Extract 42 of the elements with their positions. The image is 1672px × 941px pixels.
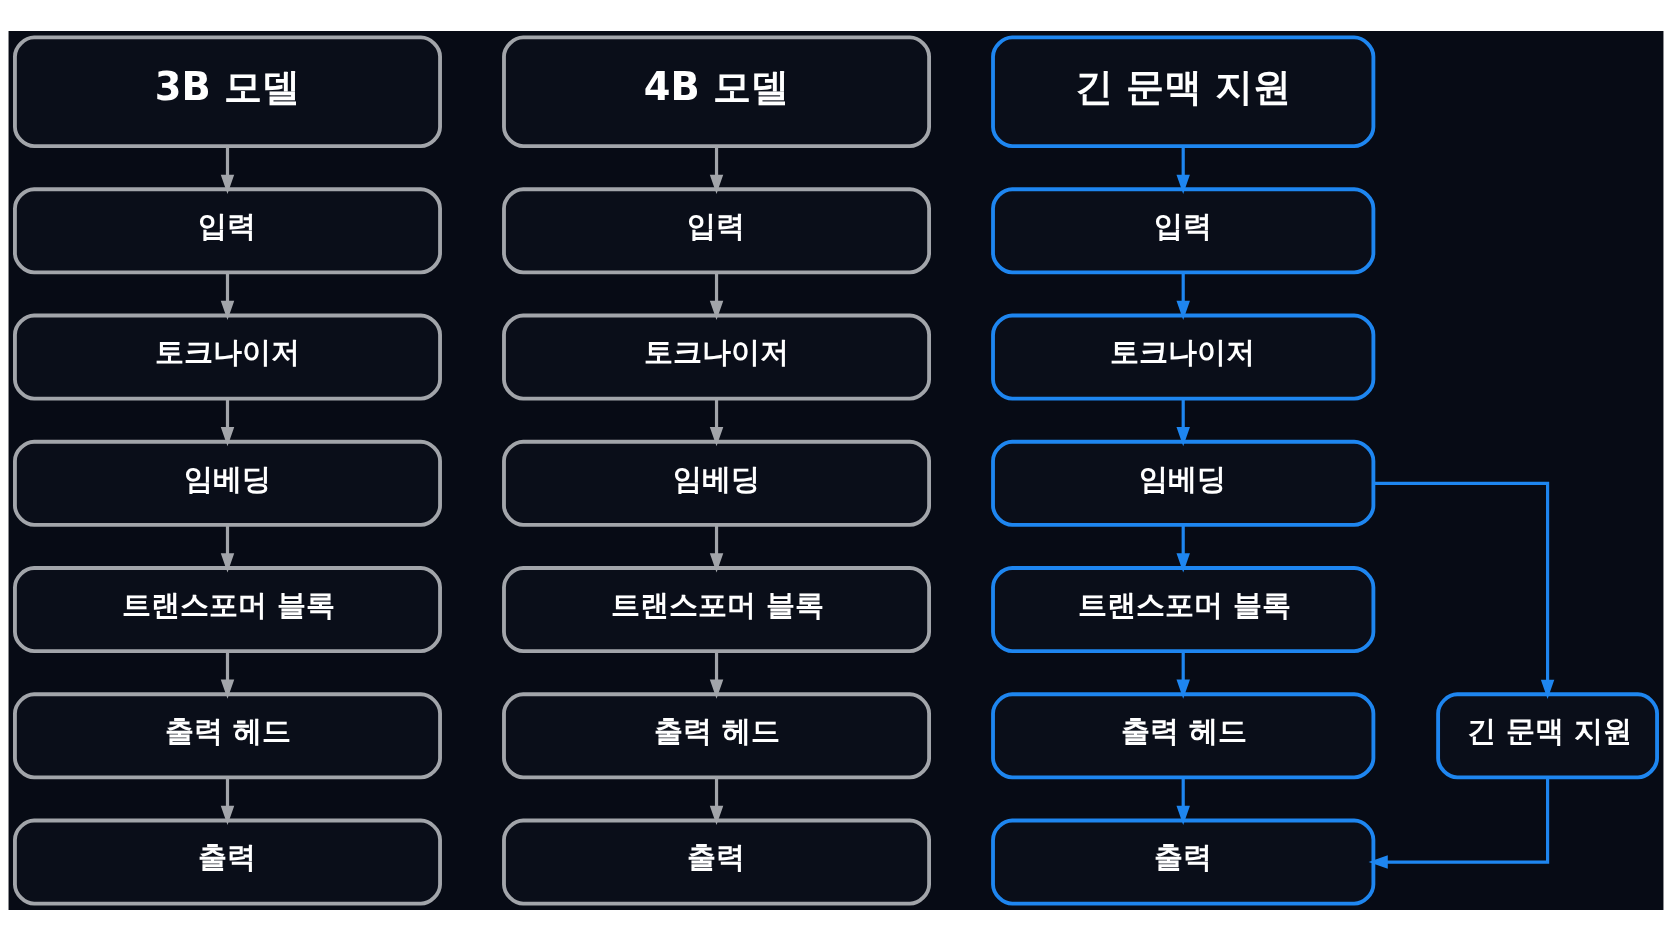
- node-box: 임베딩: [502, 439, 931, 527]
- node-box: 긴 문맥 지원: [1436, 692, 1659, 780]
- arrow: [709, 525, 724, 573]
- node-box: 임베딩: [991, 439, 1376, 527]
- node-box: 트랜스포머 블록: [13, 566, 442, 653]
- node-box: 토크나이저: [991, 313, 1376, 401]
- arrow: [1176, 272, 1190, 320]
- arrow: [1176, 525, 1190, 573]
- node-box: 출력: [13, 818, 442, 906]
- node-box: 출력: [991, 818, 1376, 906]
- arrow: [1176, 777, 1190, 826]
- arrow: [220, 525, 235, 573]
- node-box: 트랜스포머 블록: [502, 566, 931, 653]
- arrow: [1368, 777, 1550, 869]
- arrow: [709, 399, 724, 447]
- node-box: 출력 헤드: [502, 692, 931, 780]
- arrow: [220, 399, 235, 447]
- arrow: [220, 777, 235, 826]
- node-box: 토크나이저: [502, 313, 931, 401]
- node-box: 출력: [502, 818, 931, 906]
- node-box: 토크나이저: [13, 313, 442, 401]
- arrow: [1176, 651, 1190, 699]
- arrow: [709, 272, 724, 320]
- node-box: 임베딩: [13, 439, 442, 527]
- node-box: 입력: [13, 187, 442, 275]
- arrow: [1176, 399, 1190, 447]
- node-box: 입력: [991, 187, 1376, 275]
- arrow: [709, 146, 724, 194]
- arrow: [709, 777, 724, 826]
- node-box: 입력: [502, 187, 931, 275]
- node-box: 긴 문맥 지원: [991, 35, 1376, 148]
- arrow: [1373, 481, 1555, 699]
- node-box: 4B 모델: [502, 35, 931, 148]
- arrow: [220, 146, 235, 194]
- node-box: 트랜스포머 블록: [991, 566, 1376, 653]
- node-box: 3B 모델: [13, 35, 442, 148]
- arrow: [1176, 146, 1190, 194]
- arrow: [709, 651, 724, 699]
- node-box: 출력 헤드: [991, 692, 1376, 780]
- arrow: [220, 651, 235, 699]
- node-box: 출력 헤드: [13, 692, 442, 780]
- arrow: [220, 272, 235, 320]
